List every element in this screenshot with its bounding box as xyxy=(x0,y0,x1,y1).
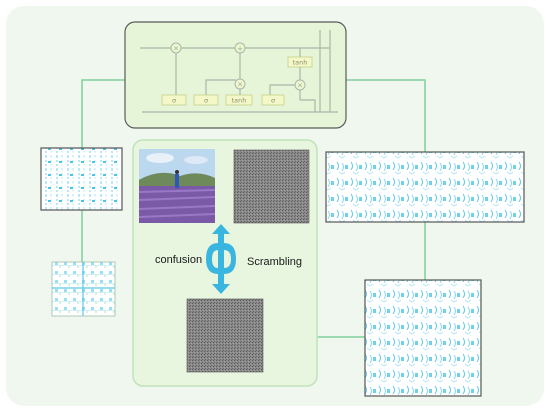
plain-image xyxy=(138,149,216,223)
sigma-gate-2: σ xyxy=(204,97,208,105)
sequence-matrix-left xyxy=(40,147,123,211)
key-matrix-cross xyxy=(52,262,115,316)
tanh-output: tanh xyxy=(293,59,308,67)
diffusion-matrix xyxy=(364,279,482,397)
sigma-gate-1: σ xyxy=(172,97,176,105)
double-headed-arrow-icon xyxy=(206,224,236,294)
scrambled-image xyxy=(233,149,310,224)
add-icon: + xyxy=(237,45,243,53)
lstm-cell: × + × × σ σ tanh σ tanh xyxy=(124,21,347,129)
tanh-gate: tanh xyxy=(232,97,247,105)
multiply-icon: × xyxy=(237,81,243,89)
scrambling-label: Scrambling xyxy=(247,256,303,268)
sequence-matrix-right xyxy=(325,151,525,223)
confusion-label: confusion xyxy=(155,254,203,266)
multiply-icon: × xyxy=(173,45,179,53)
sigma-gate-3: σ xyxy=(271,97,275,105)
cipher-image xyxy=(186,298,264,373)
multiply-icon: × xyxy=(297,82,303,90)
